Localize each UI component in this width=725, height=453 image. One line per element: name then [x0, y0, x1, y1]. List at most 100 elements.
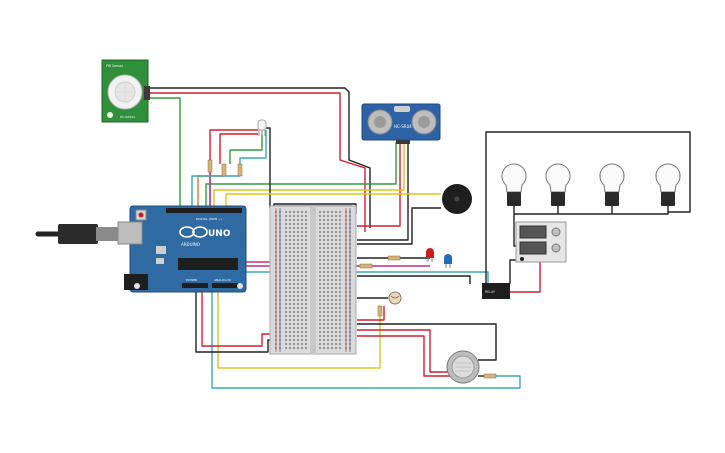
breadboard-hole[interactable] — [301, 235, 303, 237]
breadboard-hole[interactable] — [289, 251, 291, 253]
breadboard-hole[interactable] — [297, 239, 299, 241]
breadboard-hole[interactable] — [335, 259, 337, 261]
breadboard-hole[interactable] — [285, 287, 287, 289]
analog-header[interactable] — [212, 283, 238, 288]
breadboard-hole[interactable] — [331, 223, 333, 225]
breadboard-hole[interactable] — [289, 243, 291, 245]
resistor-2[interactable] — [221, 163, 227, 177]
breadboard-hole[interactable] — [345, 331, 347, 333]
breadboard-hole[interactable] — [319, 303, 321, 305]
breadboard-hole[interactable] — [349, 327, 351, 329]
breadboard-hole[interactable] — [349, 211, 351, 213]
breadboard-hole[interactable] — [293, 239, 295, 241]
breadboard-hole[interactable] — [349, 223, 351, 225]
breadboard-hole[interactable] — [285, 295, 287, 297]
breadboard-hole[interactable] — [345, 259, 347, 261]
breadboard-hole[interactable] — [345, 295, 347, 297]
breadboard-hole[interactable] — [289, 219, 291, 221]
breadboard-hole[interactable] — [297, 307, 299, 309]
breadboard-hole[interactable] — [349, 307, 351, 309]
breadboard-hole[interactable] — [335, 335, 337, 337]
wire-relay-red[interactable] — [508, 262, 541, 293]
breadboard-hole[interactable] — [335, 299, 337, 301]
breadboard-hole[interactable] — [285, 311, 287, 313]
breadboard-hole[interactable] — [319, 259, 321, 261]
breadboard-hole[interactable] — [285, 319, 287, 321]
wire-rgb-blue[interactable] — [239, 130, 267, 164]
breadboard-hole[interactable] — [279, 211, 281, 213]
breadboard-hole[interactable] — [319, 247, 321, 249]
breadboard-hole[interactable] — [319, 323, 321, 325]
breadboard-hole[interactable] — [297, 291, 299, 293]
breadboard-hole[interactable] — [297, 327, 299, 329]
breadboard-hole[interactable] — [345, 339, 347, 341]
breadboard-hole[interactable] — [319, 223, 321, 225]
breadboard-hole[interactable] — [293, 267, 295, 269]
breadboard-hole[interactable] — [331, 327, 333, 329]
breadboard-hole[interactable] — [339, 271, 341, 273]
breadboard-hole[interactable] — [301, 279, 303, 281]
breadboard-hole[interactable] — [331, 331, 333, 333]
breadboard-hole[interactable] — [275, 319, 277, 321]
light-bulb-4[interactable] — [655, 163, 681, 206]
power-module[interactable] — [515, 221, 567, 263]
breadboard-hole[interactable] — [301, 347, 303, 349]
breadboard-hole[interactable] — [339, 327, 341, 329]
breadboard-hole[interactable] — [339, 231, 341, 233]
breadboard-hole[interactable] — [279, 291, 281, 293]
breadboard-hole[interactable] — [305, 215, 307, 217]
breadboard-hole[interactable] — [301, 327, 303, 329]
breadboard-hole[interactable] — [279, 299, 281, 301]
breadboard-hole[interactable] — [319, 311, 321, 313]
breadboard-hole[interactable] — [323, 339, 325, 341]
breadboard-hole[interactable] — [327, 303, 329, 305]
breadboard-hole[interactable] — [275, 339, 277, 341]
breadboard-hole[interactable] — [289, 271, 291, 273]
breadboard-hole[interactable] — [331, 323, 333, 325]
breadboard-hole[interactable] — [339, 247, 341, 249]
breadboard-hole[interactable] — [349, 291, 351, 293]
breadboard-hole[interactable] — [327, 239, 329, 241]
breadboard-hole[interactable] — [275, 335, 277, 337]
breadboard-hole[interactable] — [327, 283, 329, 285]
breadboard-hole[interactable] — [301, 231, 303, 233]
wire-rgb-red-2[interactable] — [219, 133, 258, 164]
breadboard-hole[interactable] — [319, 343, 321, 345]
breadboard-hole[interactable] — [327, 227, 329, 229]
breadboard-hole[interactable] — [289, 303, 291, 305]
breadboard-hole[interactable] — [275, 299, 277, 301]
breadboard-hole[interactable] — [297, 343, 299, 345]
breadboard-hole[interactable] — [345, 335, 347, 337]
wire-relay-black[interactable] — [357, 275, 471, 284]
breadboard-hole[interactable] — [319, 315, 321, 317]
breadboard-hole[interactable] — [297, 283, 299, 285]
breadboard-hole[interactable] — [345, 327, 347, 329]
breadboard-hole[interactable] — [289, 259, 291, 261]
breadboard-hole[interactable] — [279, 311, 281, 313]
breadboard-hole[interactable] — [331, 263, 333, 265]
breadboard-hole[interactable] — [349, 255, 351, 257]
breadboard-hole[interactable] — [275, 219, 277, 221]
breadboard-hole[interactable] — [279, 275, 281, 277]
breadboard-hole[interactable] — [319, 299, 321, 301]
breadboard-hole[interactable] — [319, 267, 321, 269]
breadboard-hole[interactable] — [345, 243, 347, 245]
breadboard-hole[interactable] — [301, 259, 303, 261]
breadboard-hole[interactable] — [293, 327, 295, 329]
breadboard-hole[interactable] — [349, 335, 351, 337]
breadboard-hole[interactable] — [335, 215, 337, 217]
breadboard-hole[interactable] — [305, 247, 307, 249]
breadboard-hole[interactable] — [319, 283, 321, 285]
pir-sensor[interactable]: PIR Sensor HC-SR501 — [101, 59, 150, 123]
breadboard-hole[interactable] — [305, 303, 307, 305]
breadboard-hole[interactable] — [285, 223, 287, 225]
breadboard-hole[interactable] — [297, 271, 299, 273]
breadboard-hole[interactable] — [339, 211, 341, 213]
breadboard-hole[interactable] — [289, 223, 291, 225]
breadboard-hole[interactable] — [345, 223, 347, 225]
breadboard-hole[interactable] — [301, 343, 303, 345]
breadboard-hole[interactable] — [293, 299, 295, 301]
breadboard-hole[interactable] — [327, 235, 329, 237]
wire-gas-red[interactable] — [357, 329, 450, 373]
breadboard-hole[interactable] — [301, 247, 303, 249]
